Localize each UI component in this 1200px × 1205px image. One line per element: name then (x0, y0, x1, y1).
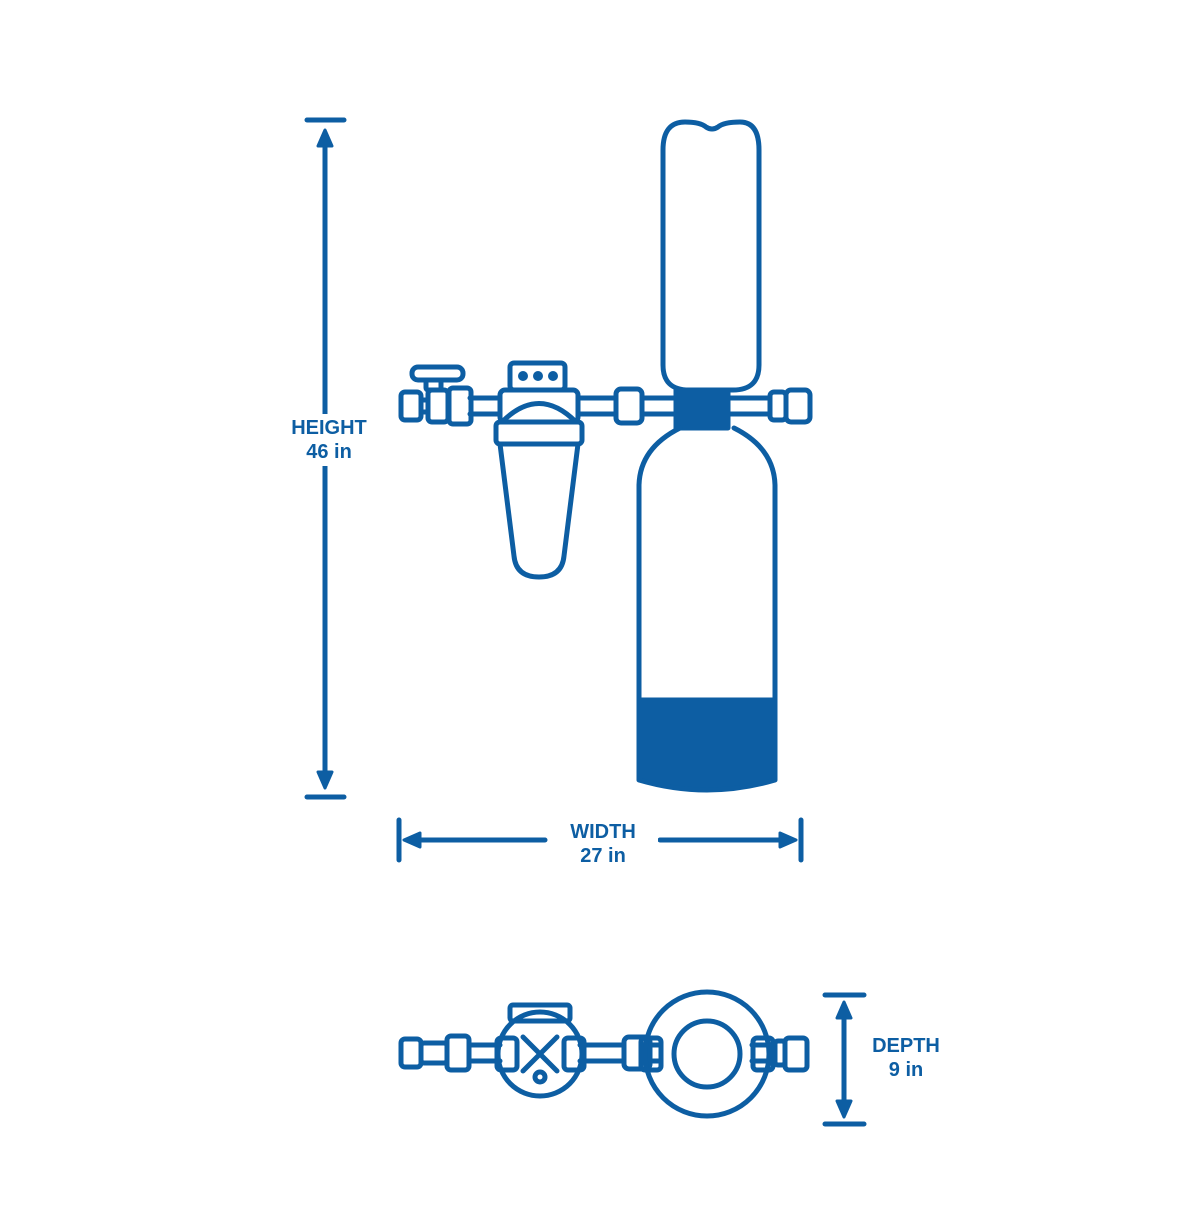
depth-label: DEPTH 9 in (856, 1034, 956, 1082)
shutoff-valve (398, 364, 474, 427)
height-label: HEIGHT 46 in (274, 414, 384, 466)
top-view-valve (398, 1033, 472, 1073)
front-view (398, 119, 813, 793)
top-view-tank (638, 989, 776, 1119)
pipe-fitting (613, 386, 645, 426)
outlet-fitting (767, 387, 813, 425)
depth-dimension-arrow (822, 992, 867, 1127)
depth-label-value: 9 in (888, 1059, 924, 1081)
height-label-title: HEIGHT (291, 417, 367, 439)
width-dimension-arrow (396, 817, 804, 863)
height-label-value: 46 in (306, 441, 352, 463)
top-view-prefilter (494, 1002, 587, 1099)
width-label-value: 27 in (580, 845, 626, 867)
depth-label-title: DEPTH (872, 1035, 940, 1057)
width-label-title: WIDTH (570, 821, 636, 843)
sediment-prefilter (493, 360, 585, 580)
main-pipe (467, 395, 773, 417)
top-view-pipe-fitting (621, 1034, 653, 1072)
top-view (398, 989, 810, 1119)
top-view-outlet (772, 1035, 810, 1073)
main-tank (636, 119, 778, 793)
width-label: WIDTH 27 in (548, 820, 658, 868)
